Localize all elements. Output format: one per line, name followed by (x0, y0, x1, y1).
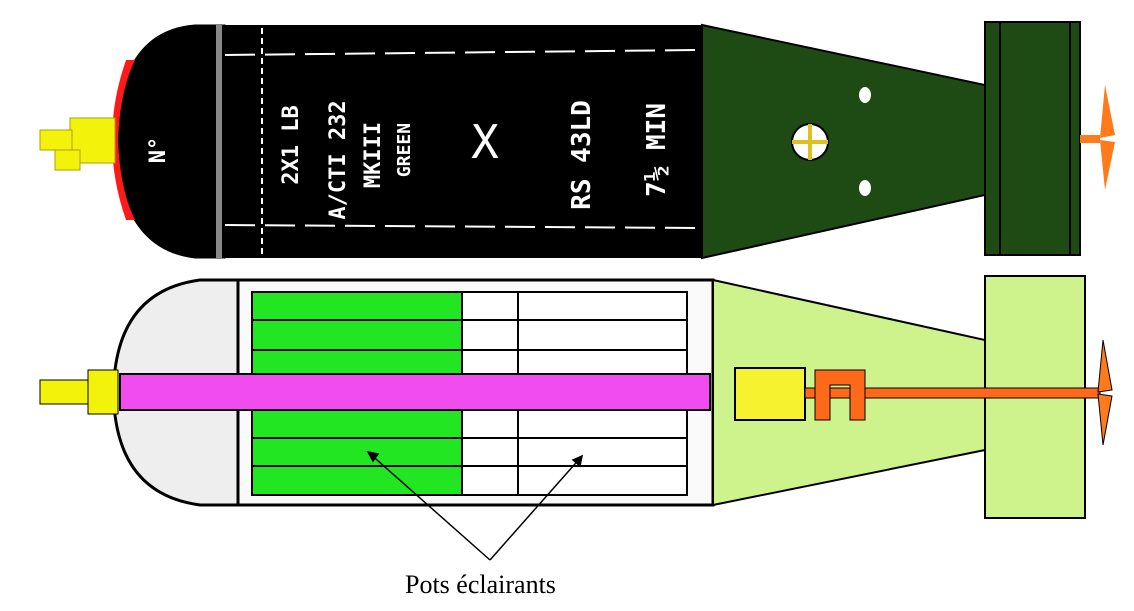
tail-cone (701, 23, 986, 260)
mechanism-block (734, 367, 806, 421)
nose-grey-band (216, 25, 222, 258)
marking-color: GREEN (394, 123, 415, 177)
marking-code: A/CTI 232 (326, 100, 351, 219)
nose-fuze (39, 117, 116, 171)
marking-mark: MKIII (361, 122, 386, 188)
bomb-body (222, 25, 702, 258)
marking-serial: RS 43LD (567, 100, 597, 210)
cutaway-propeller (1097, 339, 1113, 446)
stencil-markings: N° 2X1 LB A/CTI 232 MKIII GREEN X RS 43L… (146, 100, 672, 219)
caption-pots-eclairants: Pots éclairants (405, 570, 556, 599)
top-bomb: N° 2X1 LB A/CTI 232 MKIII GREEN X RS 43L… (39, 21, 1115, 260)
caption-arrows (366, 450, 584, 561)
tail-rod (804, 387, 1101, 399)
central-rod (119, 373, 711, 411)
marking-x: X (471, 115, 499, 169)
marking-no: N° (146, 137, 171, 164)
cutaway-bomb (39, 275, 1113, 519)
marking-weight: 2X1 LB (279, 105, 304, 184)
nose-cap (117, 24, 226, 259)
tail-propeller (1080, 85, 1115, 190)
nose-red-band (112, 60, 135, 220)
marking-delay: 7½ MIN (642, 103, 672, 197)
cutaway-fuze (39, 369, 119, 415)
